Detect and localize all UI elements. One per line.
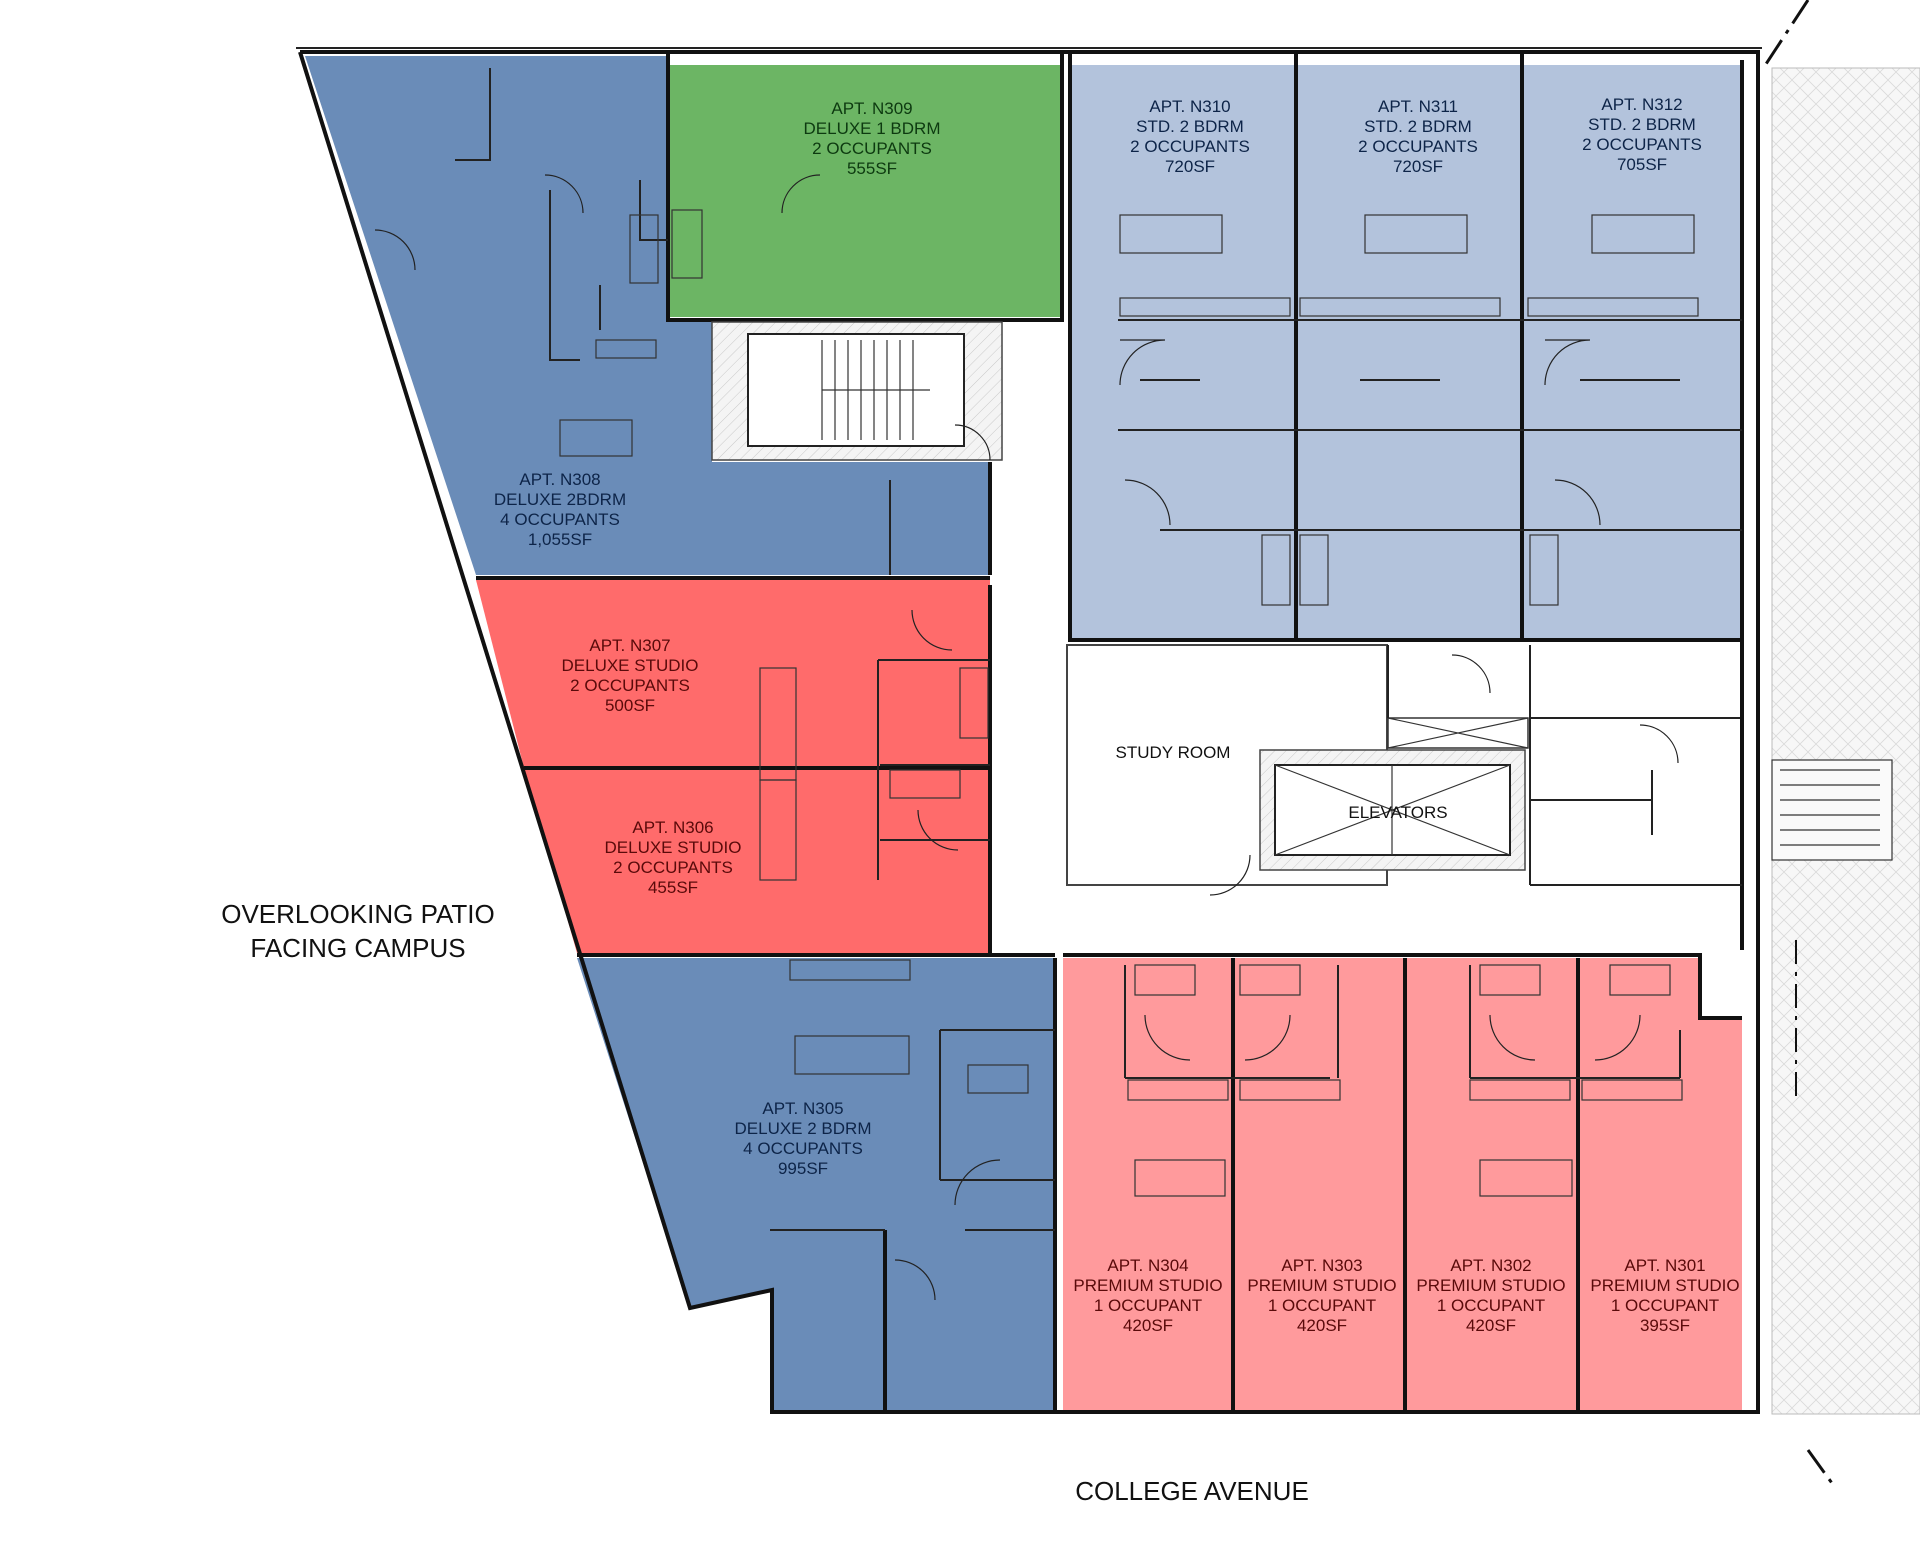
- unit-fill-n304: [1063, 958, 1233, 1410]
- fixtures: [559, 209, 1699, 1197]
- apt-label-line: 2 OCCUPANTS: [1130, 137, 1250, 156]
- apt-label-line: 1 OCCUPANT: [1094, 1296, 1202, 1315]
- unit-fill-n308: [305, 56, 990, 575]
- apt-label-line: 420SF: [1123, 1316, 1173, 1335]
- apt-label-line: APT. N308: [519, 470, 600, 489]
- unit-fill-n306: [524, 768, 990, 953]
- apt-label-line: APT. N302: [1450, 1256, 1531, 1275]
- apt-label-line: STD. 2 BDRM: [1364, 117, 1472, 136]
- apt-label-line: APT. N312: [1601, 95, 1682, 114]
- apt-label-line: DELUXE 1 BDRM: [804, 119, 941, 138]
- apt-label-line: 720SF: [1393, 157, 1443, 176]
- apt-label-line: APT. N303: [1281, 1256, 1362, 1275]
- apt-label-line: DELUXE STUDIO: [562, 656, 699, 675]
- unit-fills: [305, 56, 1742, 1410]
- apt-label-line: 2 OCCUPANTS: [1582, 135, 1702, 154]
- apt-label-line: 420SF: [1466, 1316, 1516, 1335]
- apt-label-line: PREMIUM STUDIO: [1590, 1276, 1739, 1295]
- apt-label-line: 4 OCCUPANTS: [500, 510, 620, 529]
- apt-label-line: 555SF: [847, 159, 897, 178]
- unit-fill-n305: [577, 958, 1055, 1410]
- exterior-stair: [1771, 759, 1893, 861]
- apt-label-line: APT. N306: [632, 818, 713, 837]
- unit-fill-n310: [1072, 65, 1296, 640]
- apt-label-line: 395SF: [1640, 1316, 1690, 1335]
- apt-label-line: 455SF: [648, 878, 698, 897]
- doors: [374, 174, 1679, 1301]
- unit-fill-n307: [476, 580, 990, 768]
- apt-label-line: 500SF: [605, 696, 655, 715]
- apt-label-line: 2 OCCUPANTS: [570, 676, 690, 695]
- apt-label-line: 1,055SF: [528, 530, 592, 549]
- apt-label-line: APT. N309: [831, 99, 912, 118]
- apt-label-line: DELUXE STUDIO: [605, 838, 742, 857]
- study-room-label: STUDY ROOM: [1116, 743, 1231, 762]
- apt-label-line: 2 OCCUPANTS: [613, 858, 733, 877]
- unit-fill-n301: [1578, 958, 1742, 1410]
- apt-label-line: 4 OCCUPANTS: [743, 1139, 863, 1158]
- apt-label-line: 995SF: [778, 1159, 828, 1178]
- property-line: [1764, 0, 1836, 1487]
- unit-fill-n303: [1233, 958, 1405, 1410]
- building-core: [1066, 644, 1742, 886]
- building-walls: [296, 47, 1762, 1414]
- apt-label-line: 1 OCCUPANT: [1611, 1296, 1719, 1315]
- apt-label-line: APT. N301: [1624, 1256, 1705, 1275]
- apt-label-line: PREMIUM STUDIO: [1416, 1276, 1565, 1295]
- apt-label-line: APT. N304: [1107, 1256, 1188, 1275]
- apt-label-line: STD. 2 BDRM: [1136, 117, 1244, 136]
- apt-label-line: PREMIUM STUDIO: [1247, 1276, 1396, 1295]
- stair-core: [711, 321, 1003, 461]
- apt-label-line: APT. N307: [589, 636, 670, 655]
- apt-label-line: APT. N310: [1149, 97, 1230, 116]
- unit-fill-n311: [1296, 65, 1522, 640]
- unit-fill-n309: [668, 65, 1062, 317]
- unit-fill-n302: [1405, 958, 1578, 1410]
- apt-label-line: APT. N305: [762, 1099, 843, 1118]
- apt-label-line: 720SF: [1165, 157, 1215, 176]
- apt-label-line: 2 OCCUPANTS: [1358, 137, 1478, 156]
- apt-label-line: APT. N311: [1378, 97, 1458, 116]
- patio-annotation-line2: FACING CAMPUS: [250, 933, 465, 963]
- patio-annotation-line1: OVERLOOKING PATIO: [221, 899, 495, 929]
- apt-label-line: 420SF: [1297, 1316, 1347, 1335]
- apt-label-line: STD. 2 BDRM: [1588, 115, 1696, 134]
- apt-label-line: 2 OCCUPANTS: [812, 139, 932, 158]
- apt-label-line: 705SF: [1617, 155, 1667, 174]
- elevators-label: ELEVATORS: [1348, 803, 1447, 822]
- terrace-area: [1771, 67, 1920, 1415]
- apt-label-line: 1 OCCUPANT: [1268, 1296, 1376, 1315]
- apt-label-line: DELUXE 2 BDRM: [735, 1119, 872, 1138]
- apt-label-line: PREMIUM STUDIO: [1073, 1276, 1222, 1295]
- apt-label-line: 1 OCCUPANT: [1437, 1296, 1545, 1315]
- apt-label-line: DELUXE 2BDRM: [494, 490, 626, 509]
- street-label: COLLEGE AVENUE: [1075, 1476, 1309, 1506]
